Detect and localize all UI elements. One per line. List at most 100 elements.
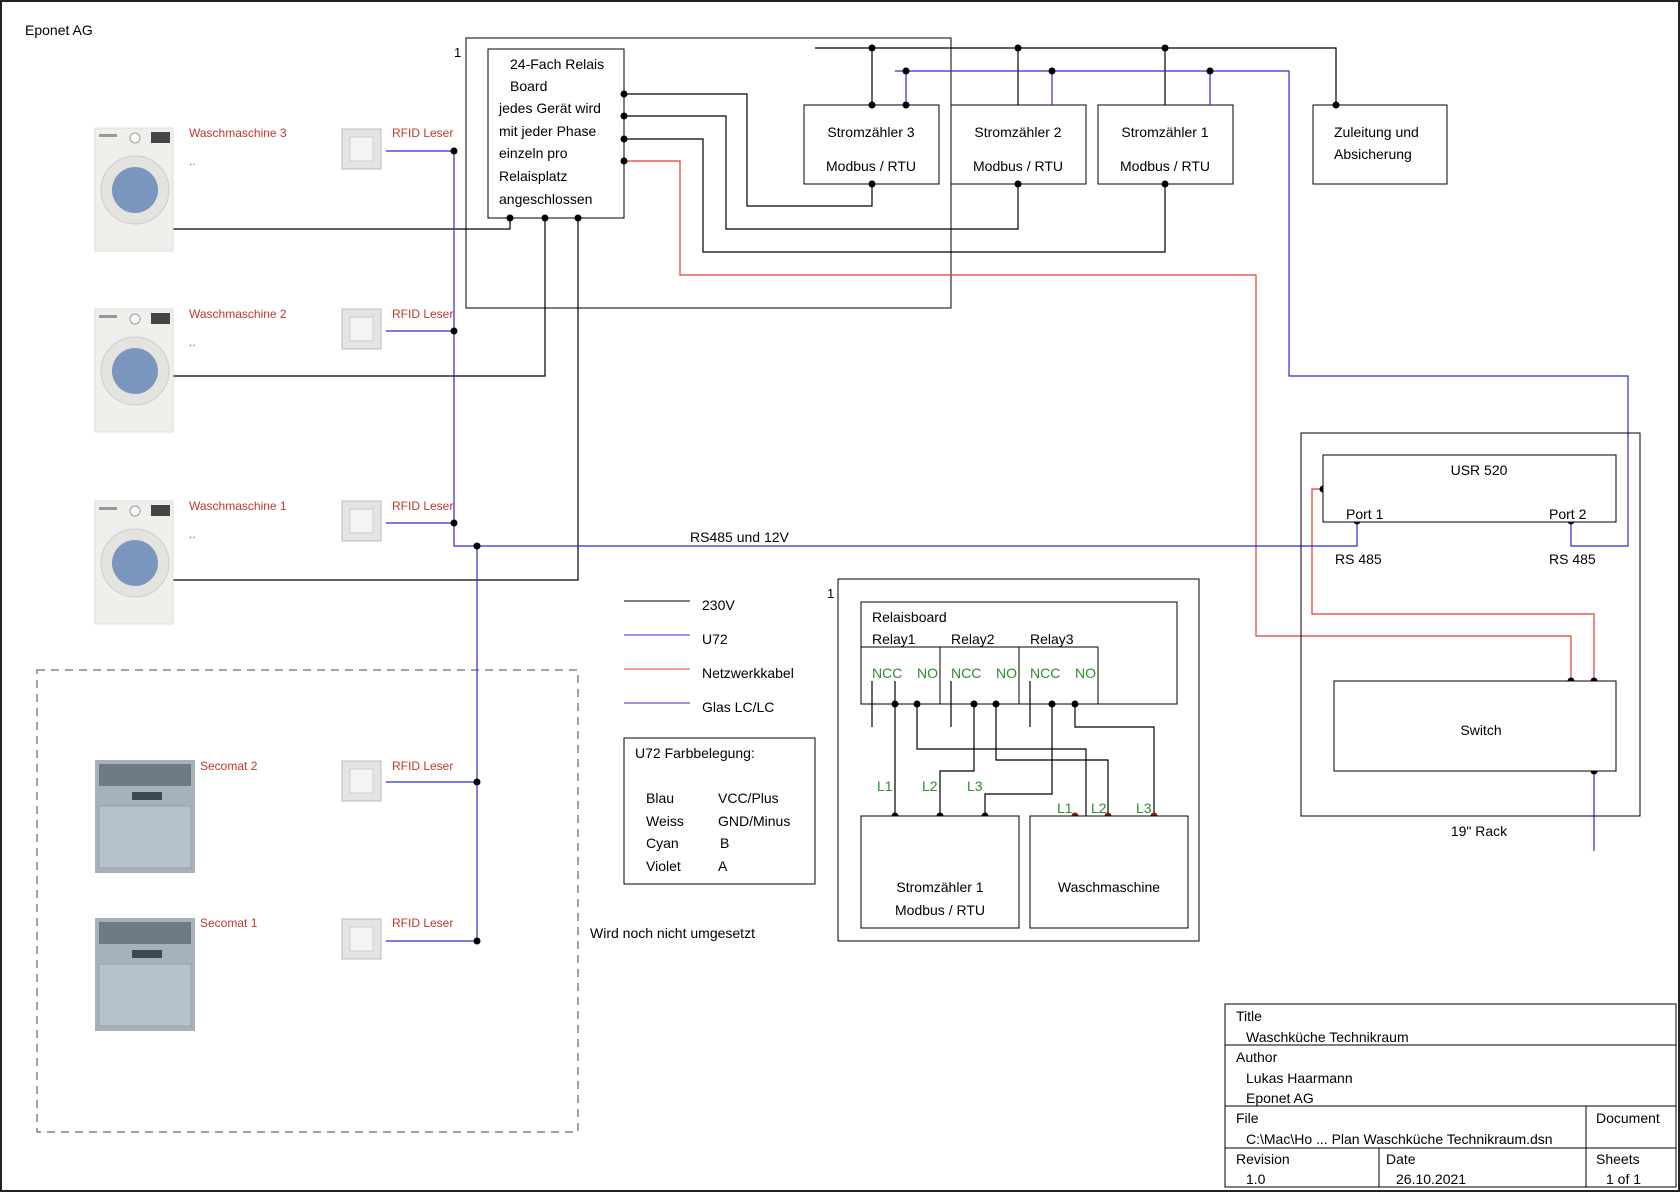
color-scheme-signal: VCC/Plus <box>718 790 779 806</box>
detail-machine: Waschmaschine <box>1058 879 1160 895</box>
tb-revision-label: Revision <box>1236 1151 1290 1167</box>
color-scheme-signal: B <box>720 835 729 851</box>
contact-label: NO <box>996 665 1017 681</box>
tb-document-label: Document <box>1596 1110 1660 1126</box>
legend-label: U72 <box>702 631 728 647</box>
relay-board-line: einzeln pro <box>499 145 568 161</box>
tb-date: 26.10.2021 <box>1396 1171 1466 1187</box>
contact-label: NCC <box>872 665 902 681</box>
rfid-label: RFID Leser <box>392 916 453 930</box>
device-name: Waschmaschine 2 <box>189 307 287 321</box>
tb-revision: 1.0 <box>1246 1171 1266 1187</box>
secomat-1 <box>95 918 195 1031</box>
relay-board-line: angeschlossen <box>499 191 592 207</box>
contact-label: NO <box>917 665 938 681</box>
detail-meter-name: Stromzähler 1 <box>896 879 983 895</box>
rfid-bus <box>386 150 1595 942</box>
legend-label: Glas LC/LC <box>702 699 774 715</box>
detail-board-title: Relaisboard <box>872 609 947 625</box>
not-implemented-region <box>36 669 579 1133</box>
meter-protocol: Modbus / RTU <box>1120 158 1210 174</box>
tb-title-label: Title <box>1236 1008 1262 1024</box>
meter-bus <box>895 70 1629 547</box>
supply-line: Absicherung <box>1334 146 1412 162</box>
meter-protocol: Modbus / RTU <box>973 158 1063 174</box>
relay-board-line: Relaisplatz <box>499 168 567 184</box>
contact-label: NO <box>1075 665 1096 681</box>
relay-board-line: 24-Fach Relais <box>510 56 604 72</box>
legend: 230V U72 Netzwerkkabel Glas LC/LC <box>624 597 794 715</box>
relay-board-line: Board <box>510 78 547 94</box>
power-wires <box>172 47 1337 581</box>
meter-name: Stromzähler 2 <box>974 124 1061 140</box>
phase-label: L1 <box>1057 800 1073 816</box>
not-implemented-label: Wird noch nicht umgesetzt <box>590 925 755 941</box>
contact-label: NCC <box>951 665 981 681</box>
device-sub: .. <box>189 154 196 168</box>
switch-box <box>1333 680 1617 772</box>
tb-author-label: Author <box>1236 1049 1278 1065</box>
tb-title: Waschküche Technikraum <box>1246 1029 1409 1045</box>
meter-3: Stromzähler 3 Modbus / RTU <box>803 104 940 185</box>
relay-label: Relay3 <box>1030 631 1074 647</box>
detail-diagram: 1 Relaisboard Relay1 Relay2 Relay3 NCC N… <box>827 578 1200 942</box>
rfid-label: RFID Leser <box>392 126 453 140</box>
port-label: Port 1 <box>1346 506 1384 522</box>
relay-board-line: jedes Gerät wird <box>498 100 601 116</box>
contact-label: NCC <box>1030 665 1060 681</box>
phase-label: L3 <box>1136 800 1152 816</box>
tb-author: Lukas Haarmann <box>1246 1070 1353 1086</box>
color-scheme-signal: GND/Minus <box>718 813 790 829</box>
device-name: Secomat 2 <box>200 759 258 773</box>
phase-label: L3 <box>967 778 983 794</box>
color-scheme-signal: A <box>718 858 728 874</box>
washing-machine-3 <box>94 127 174 252</box>
device-name: Waschmaschine 1 <box>189 499 287 513</box>
color-scheme-color: Blau <box>646 790 674 806</box>
switch-label: Switch <box>1460 722 1501 738</box>
tb-author-org: Eponet AG <box>1246 1090 1314 1106</box>
detail-meter-protocol: Modbus / RTU <box>895 902 985 918</box>
usr-label: USR 520 <box>1451 462 1508 478</box>
washing-machine-1 <box>94 500 174 625</box>
phase-label: L2 <box>922 778 938 794</box>
rack: USR 520 Port 1 Port 2 RS 485 RS 485 Swit… <box>1300 432 1641 839</box>
region-marker: 1 <box>454 45 461 60</box>
device-sub: .. <box>189 527 196 541</box>
relay-label: Relay2 <box>951 631 995 647</box>
supply-line: Zuleitung und <box>1334 124 1419 140</box>
relay-contacts: NCC NO NCC NO NCC NO L1 L2 L3 L1 L2 L3 <box>872 665 1152 816</box>
tb-date-label: Date <box>1386 1151 1416 1167</box>
color-scheme-title: U72 Farbbelegung: <box>635 745 755 761</box>
rs485-label: RS 485 <box>1335 551 1382 567</box>
color-scheme-color: Violet <box>646 858 681 874</box>
rs485-label: RS 485 <box>1549 551 1596 567</box>
rfid-label: RFID Leser <box>392 499 453 513</box>
supply-box: Zuleitung und Absicherung <box>1312 104 1448 185</box>
phase-label: L2 <box>1091 800 1107 816</box>
meter-1: Stromzähler 1 Modbus / RTU <box>1097 104 1234 185</box>
tb-sheets: 1 of 1 <box>1606 1171 1641 1187</box>
device-name: Secomat 1 <box>200 916 258 930</box>
phase-label: L1 <box>877 778 893 794</box>
meter-name: Stromzähler 3 <box>827 124 914 140</box>
meter-2: Stromzähler 2 Modbus / RTU <box>950 104 1087 185</box>
network-wires <box>624 160 1595 681</box>
bus-label: RS485 und 12V <box>690 529 790 545</box>
meter-protocol: Modbus / RTU <box>826 158 916 174</box>
relay-label: Relay1 <box>872 631 916 647</box>
rfid-reader-icons <box>341 128 382 960</box>
tb-sheets-label: Sheets <box>1596 1151 1640 1167</box>
device-name: Waschmaschine 3 <box>189 126 287 140</box>
tb-file: C:\Mac\Ho ... Plan Waschküche Technikrau… <box>1246 1131 1553 1147</box>
company-name: Eponet AG <box>25 22 93 38</box>
secomat-2 <box>95 760 195 873</box>
rfid-label: RFID Leser <box>392 759 453 773</box>
rack-label: 19" Rack <box>1451 823 1508 839</box>
color-scheme-color: Weiss <box>646 813 684 829</box>
title-block: Title Waschküche Technikraum Author Luka… <box>1224 1003 1677 1188</box>
detail-marker: 1 <box>827 586 834 601</box>
usr-box <box>1322 454 1617 523</box>
tb-file-label: File <box>1236 1110 1259 1126</box>
